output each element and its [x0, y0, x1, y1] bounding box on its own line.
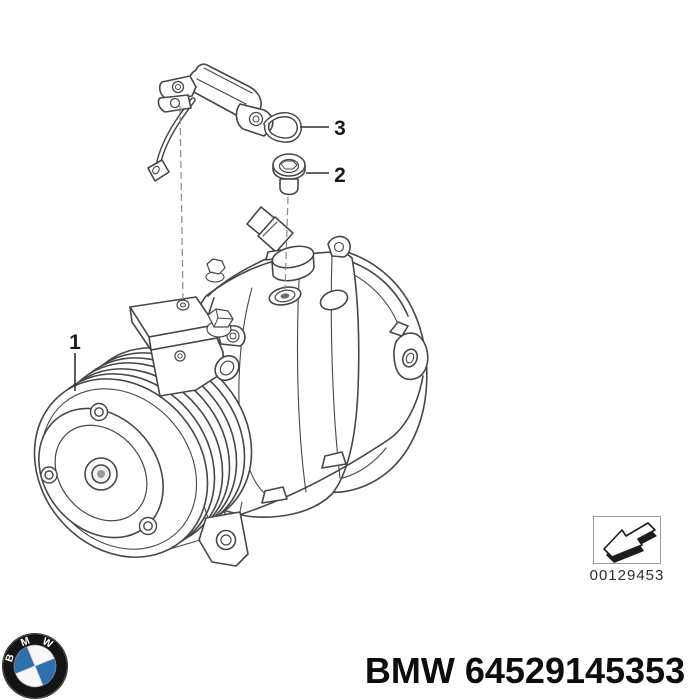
part-number-title: BMW 64529145353	[365, 650, 685, 691]
clutch-face-inner-ring	[54, 424, 148, 522]
rear-port-hole-inner	[405, 352, 415, 364]
top-mounting-bracket	[129, 296, 246, 397]
pipe-elbow-opening	[152, 165, 160, 175]
part-3-pipe-bracket[interactable]	[147, 63, 302, 182]
top-port-cylinder	[271, 245, 315, 282]
top-right-ear	[327, 235, 351, 258]
photo-direction-arrow-icon	[603, 522, 657, 563]
mount-tab-upper-hole	[171, 80, 185, 94]
rear-port-tab	[389, 321, 409, 337]
bmw-logo-letter-b: B	[3, 652, 17, 663]
mount-tab-lower-hole	[169, 97, 181, 109]
electrical-connector	[246, 206, 294, 261]
callout-2[interactable]: 2	[306, 164, 346, 187]
bolt-plug-bottom	[281, 191, 297, 195]
bmw-logo: B M W	[1, 633, 68, 699]
top-dome-bump	[319, 289, 349, 311]
bmw-logo-center-rim	[13, 644, 57, 688]
callout-1[interactable]: 1	[69, 331, 81, 391]
mount-tab-upper	[158, 75, 197, 100]
mount-tab-lower	[157, 94, 192, 113]
bottom-lug-1	[261, 486, 288, 504]
callout-2-label[interactable]: 2	[334, 164, 346, 187]
callout-3[interactable]: 3	[300, 117, 346, 140]
photo-reference-box: 00129453	[590, 516, 665, 584]
clamp-arm-hole-inner	[252, 115, 260, 123]
mount-tab-upper-hole-inner	[175, 84, 181, 90]
part-2-plug-bolt[interactable]	[272, 153, 306, 196]
rear-port-hole	[401, 348, 419, 368]
assembly-guide-line-3	[179, 105, 184, 300]
body-seam-2	[330, 254, 341, 479]
clutch-rim-lugs	[40, 402, 158, 536]
part-1-compressor[interactable]	[0, 206, 429, 592]
top-right-ear-hole	[333, 241, 345, 253]
top-contour	[207, 257, 269, 297]
bolt-socket	[278, 158, 300, 174]
canister-line-2	[203, 67, 253, 94]
bmw-logo-cross	[15, 646, 55, 686]
image-code-label: 00129453	[590, 567, 665, 584]
wire-loop-inner	[264, 113, 301, 142]
bottom-lug-2	[321, 451, 347, 469]
bolt-socket-hex	[280, 160, 298, 170]
bmw-logo-ring-highlight	[2, 633, 68, 699]
pulley-hub	[84, 457, 118, 491]
top-hex-bolt	[206, 258, 226, 275]
bolt-head-top	[272, 153, 306, 177]
bolt-seat-hole	[268, 286, 302, 306]
canister-line-1	[196, 78, 247, 105]
body-seam-1	[296, 261, 307, 493]
assembly-guide-line-2	[284, 196, 289, 292]
callout-3-label[interactable]: 3	[334, 117, 346, 140]
callout-1-label[interactable]: 1	[69, 331, 81, 354]
front-bottom-link	[169, 539, 201, 550]
pipe-tube-inner	[156, 98, 195, 169]
rear-rib-1	[351, 261, 409, 317]
mounting-foot	[198, 501, 249, 567]
clamp-arm-hole	[248, 111, 264, 127]
